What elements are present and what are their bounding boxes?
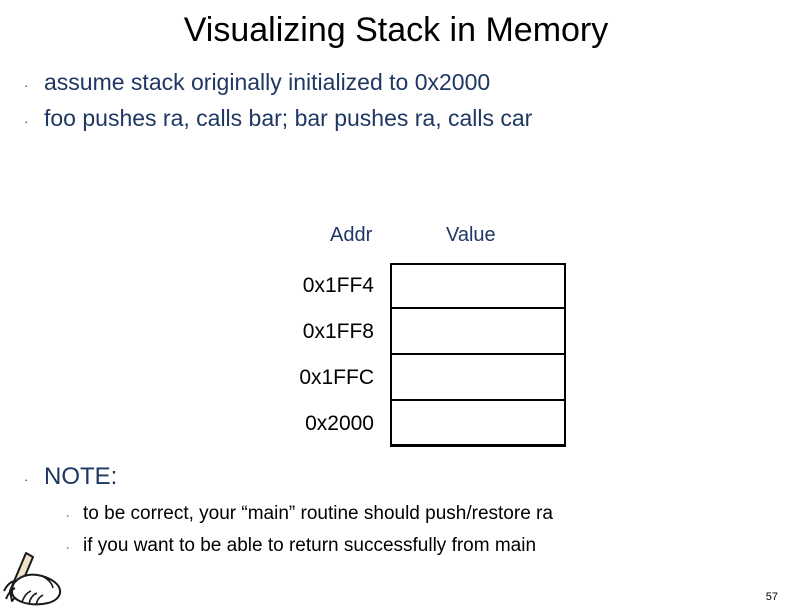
list-item-label: to be correct, your “main” routine shoul…	[83, 503, 553, 524]
row-value-cell	[390, 355, 566, 401]
row-address-label: 0x1FFC	[299, 366, 374, 389]
writing-hand-icon	[2, 551, 66, 609]
list-item: · to be correct, your “main” routine sho…	[66, 500, 764, 527]
table-row: 0x1FF8	[248, 309, 578, 355]
bullet-dot-icon: ·	[24, 472, 29, 487]
table-body: 0x1FF4 0x1FF8 0x1FFC 0x2000	[248, 263, 578, 447]
list-item-label: assume stack originally initialized to 0…	[44, 69, 491, 95]
list-item: · assume stack originally initialized to…	[24, 68, 764, 97]
table-row: 0x2000	[248, 401, 578, 447]
memory-stack-table: Addr Value 0x1FF4 0x1FF8 0x1FFC 0x2000	[248, 222, 578, 447]
table-row: 0x1FF4	[248, 263, 578, 309]
row-value-cell	[390, 401, 566, 447]
list-item-label: if you want to be able to return success…	[83, 535, 537, 556]
list-item: · foo pushes ra, calls bar; bar pushes r…	[24, 104, 764, 133]
bullet-dot-icon: ·	[24, 114, 29, 129]
note-section: · NOTE: · to be correct, your “main” rou…	[24, 462, 764, 564]
row-value-cell	[390, 309, 566, 355]
intro-bullet-list: · assume stack originally initialized to…	[24, 68, 764, 140]
note-sub-bullet-list: · to be correct, your “main” routine sho…	[66, 500, 764, 559]
row-address-label: 0x2000	[305, 412, 374, 435]
bullet-dot-icon: ·	[66, 542, 70, 554]
table-row: 0x1FFC	[248, 355, 578, 401]
row-address-label: 0x1FF8	[302, 320, 374, 343]
list-item: · if you want to be able to return succe…	[66, 532, 764, 559]
table-column-headers: Addr Value	[248, 222, 578, 252]
page-title: Visualizing Stack in Memory	[183, 11, 609, 49]
row-value-cell	[390, 263, 566, 309]
page-number: 57	[765, 591, 778, 603]
bullet-dot-icon: ·	[24, 78, 29, 93]
column-header-addr: Addr	[330, 224, 373, 246]
bullet-dot-icon: ·	[66, 510, 70, 522]
row-address-label: 0x1FF4	[302, 274, 374, 297]
list-item-label: foo pushes ra, calls bar; bar pushes ra,…	[44, 105, 533, 131]
note-heading-row: · NOTE:	[24, 462, 764, 492]
column-header-value: Value	[446, 224, 496, 246]
note-heading-label: NOTE:	[44, 463, 118, 490]
